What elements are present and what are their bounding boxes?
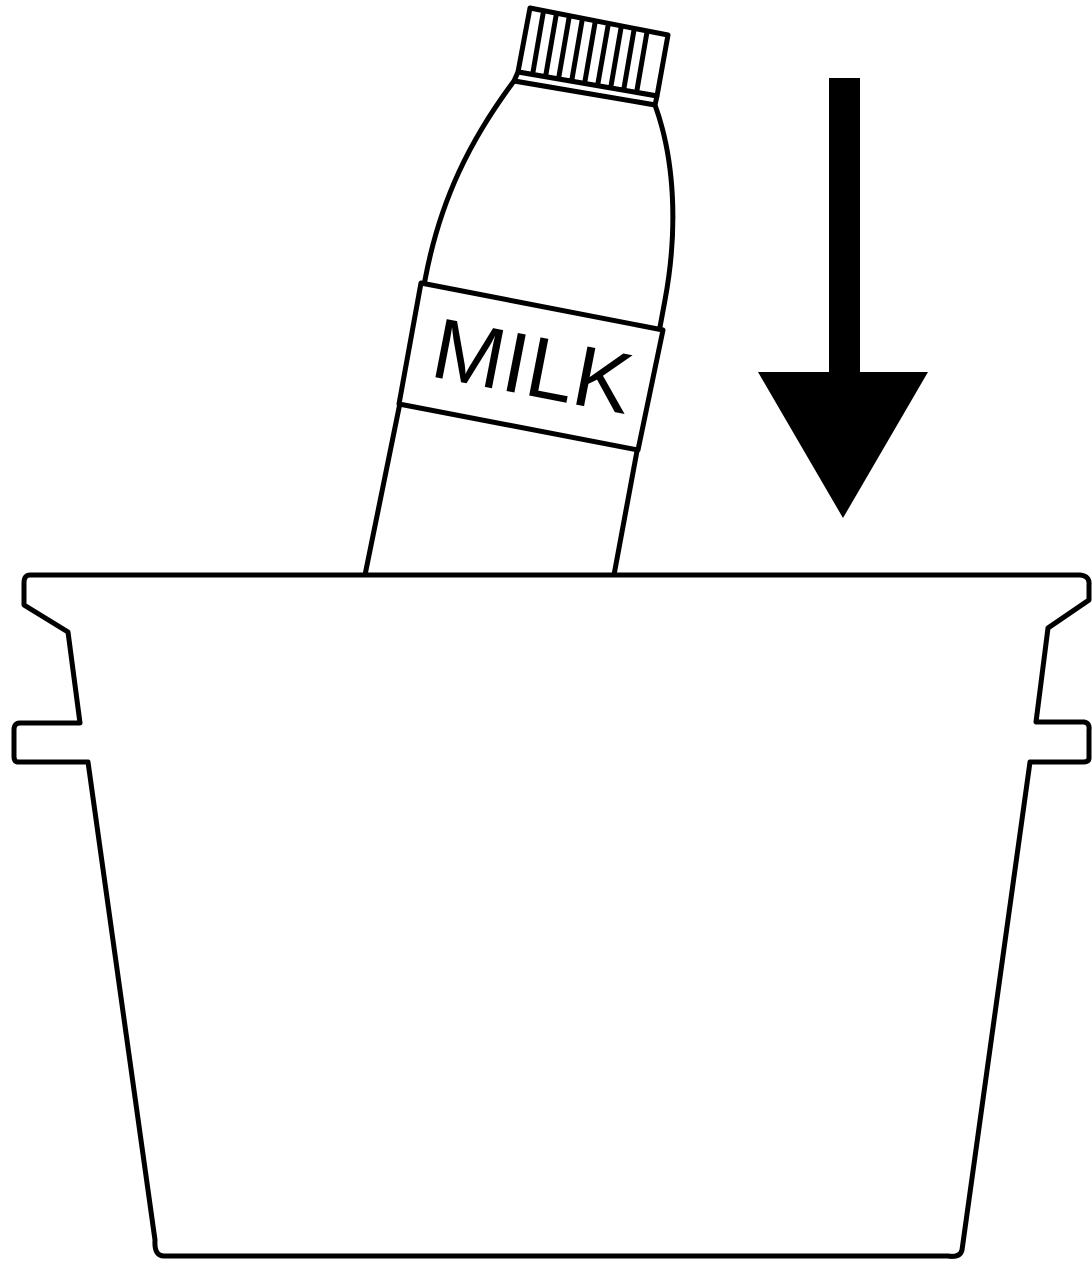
down-arrow-icon bbox=[758, 78, 928, 518]
container-icon bbox=[14, 575, 1089, 1256]
milk-bottle-icon bbox=[365, 8, 673, 575]
container-body bbox=[14, 575, 1089, 1256]
